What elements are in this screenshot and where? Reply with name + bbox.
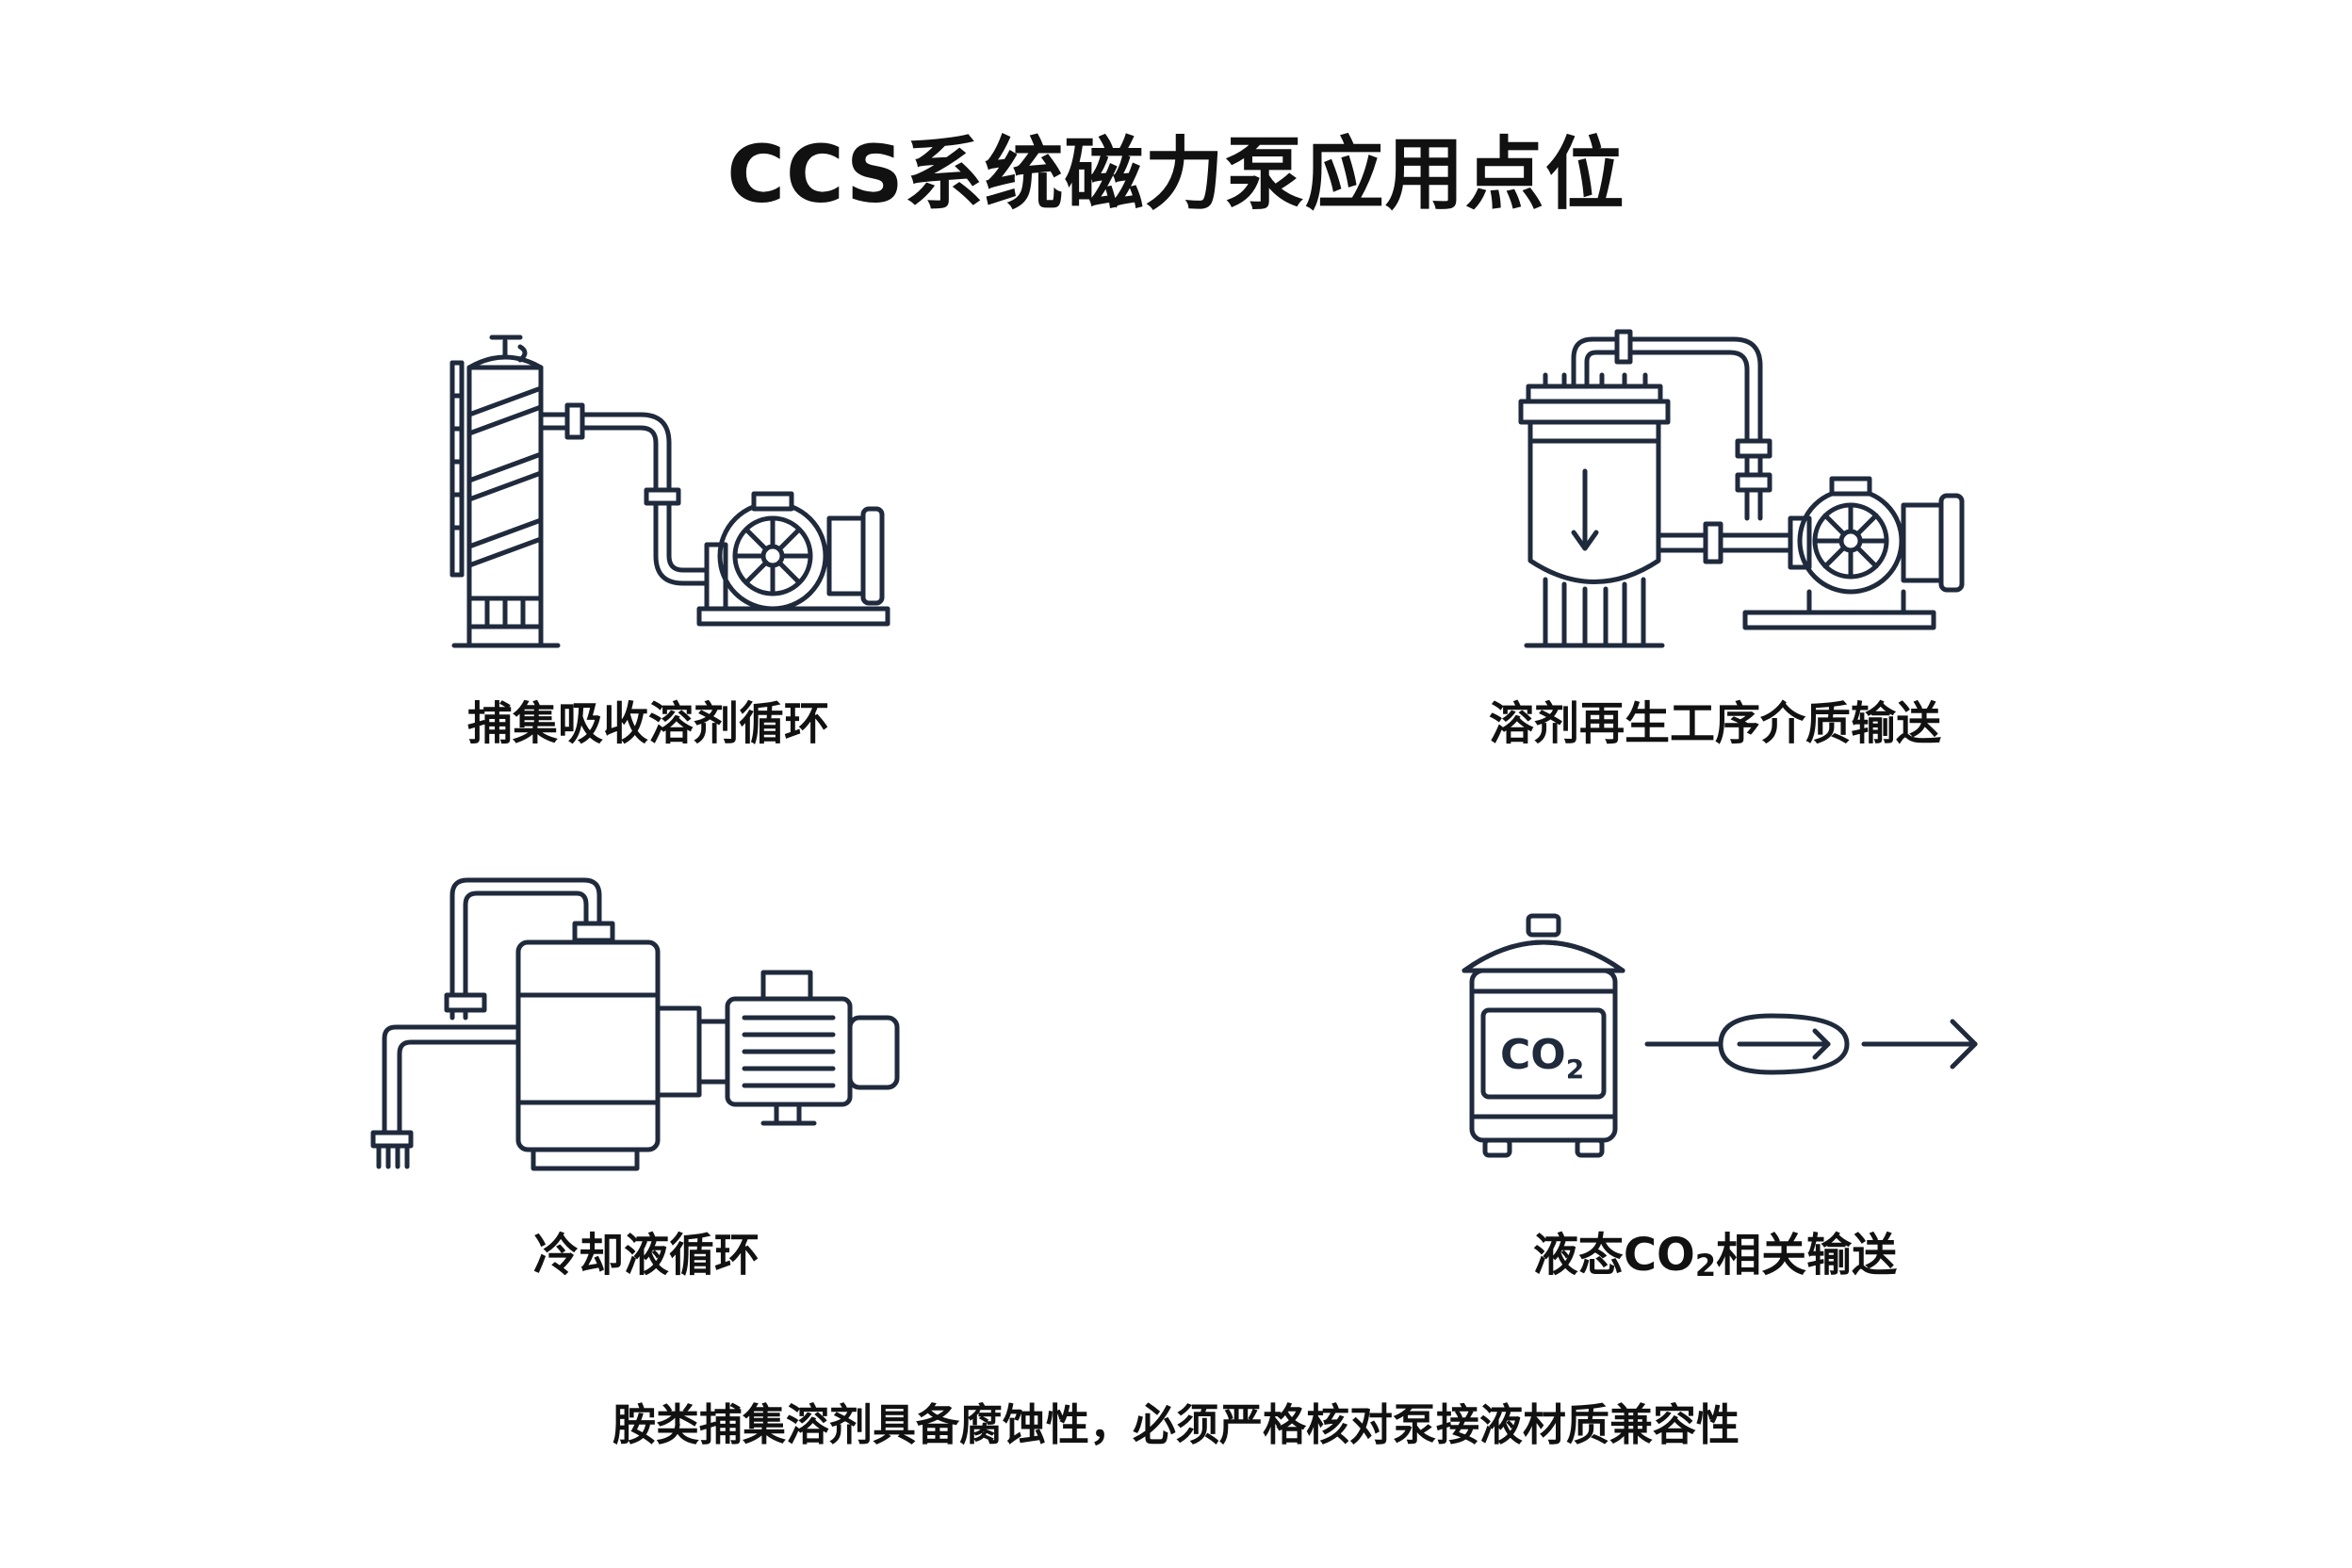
tank-co2-text: CO2 <box>1500 1031 1584 1085</box>
label-co2-sub: 2 <box>1694 1248 1717 1283</box>
cooling-pump-motor-icon <box>358 867 942 1187</box>
absorber-column-pump-icon <box>433 320 923 660</box>
label-co2-transport: 液态CO2相关输送 <box>1338 1217 2092 1283</box>
co2-tank-flow-icon: CO2 <box>1451 905 2017 1187</box>
label-absorber-circulation: 捕集吸收溶剂循环 <box>466 697 829 750</box>
label-co2-main: 液态CO <box>1532 1229 1695 1282</box>
regenerator-vessel-pump-icon <box>1508 320 2035 660</box>
label-cooling-circulation: 冷却液循环 <box>532 1229 760 1282</box>
warning-note: 胺类捕集溶剂具备腐蚀性，必须严格核对泵接液材质兼容性 <box>612 1399 1740 1450</box>
label-regenerator-transport: 溶剂再生工序介质输送 <box>1488 697 1941 750</box>
page-title: CCS系统磁力泵应用点位 <box>727 128 1625 220</box>
label-co2-rest: 相关输送 <box>1716 1229 1898 1282</box>
